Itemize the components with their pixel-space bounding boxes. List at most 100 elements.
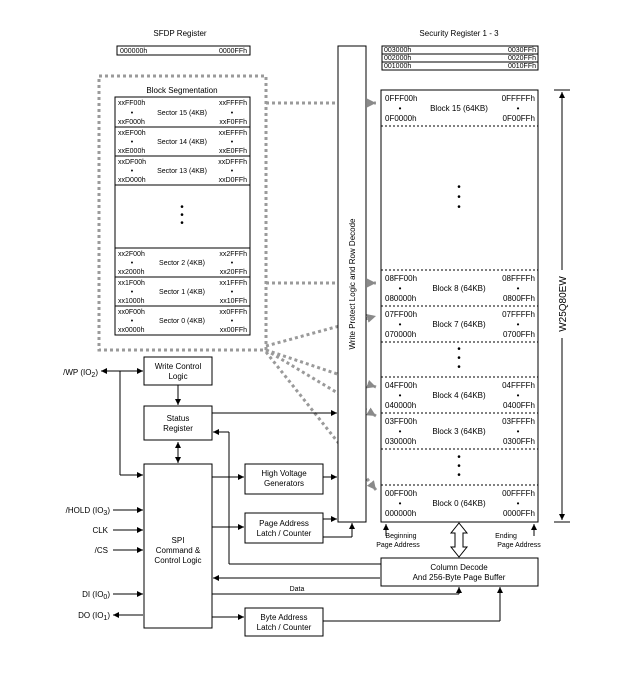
page-address-latch: Page Address Latch / Counter — [244, 512, 324, 544]
sfdp-title: SFDP Register — [153, 29, 207, 38]
svg-text:•: • — [457, 362, 461, 373]
svg-text:Sector 0 (4KB): Sector 0 (4KB) — [159, 318, 205, 325]
svg-text:Ending: Ending — [495, 533, 517, 540]
svg-text:04FFFFh: 04FFFFh — [502, 381, 535, 390]
sector-0: xx0F00h xx0FFFh Sector 0 (4KB) • • xx000… — [118, 309, 247, 334]
pin-hold: /HOLD (IO3) — [66, 506, 111, 517]
svg-text:•: • — [131, 168, 134, 175]
memory-array: • • • • • • • • • 0FFF00h 0FFFFFh Block … — [380, 89, 539, 523]
svg-text:•: • — [231, 110, 234, 117]
svg-text:03FFFFh: 03FFFFh — [502, 417, 535, 426]
svg-text:Sector 15 (4KB): Sector 15 (4KB) — [157, 110, 207, 117]
svg-text:Sector 14 (4KB): Sector 14 (4KB) — [157, 139, 207, 146]
block-8: 08FF00h 08FFFFh Block 8 (64KB) • • 08000… — [385, 274, 535, 303]
svg-text:Sector 2 (4KB): Sector 2 (4KB) — [159, 260, 205, 267]
svg-text:•: • — [457, 353, 461, 364]
chip-name: W25Q80EW — [554, 89, 570, 523]
svg-text:•: • — [399, 320, 402, 329]
svg-text:Latch / Counter: Latch / Counter — [257, 529, 312, 538]
sector-1: xx1F00h xx1FFFh Sector 1 (4KB) • • xx100… — [118, 280, 247, 305]
svg-text:•: • — [517, 499, 520, 508]
svg-text:xx0F00h: xx0F00h — [118, 309, 145, 316]
sector-13: xxDF00h xxDFFFh Sector 13 (4KB) • • xxD0… — [118, 159, 247, 184]
svg-text:0300FFh: 0300FFh — [503, 437, 535, 446]
svg-text:•: • — [131, 110, 134, 117]
svg-text:xxFFFFh: xxFFFFh — [219, 100, 247, 107]
svg-text:xx2FFFh: xx2FFFh — [219, 251, 247, 258]
svg-text:xx0000h: xx0000h — [118, 327, 145, 334]
byte-address-latch: Byte Address Latch / Counter — [244, 607, 324, 637]
block-7: 07FF00h 07FFFFh Block 7 (64KB) • • 07000… — [385, 310, 535, 339]
svg-text:xxFF00h: xxFF00h — [118, 100, 145, 107]
svg-text:xx1F00h: xx1F00h — [118, 280, 145, 287]
svg-text:•: • — [131, 289, 134, 296]
svg-text:xx1FFFh: xx1FFFh — [219, 280, 247, 287]
svg-text:•: • — [457, 192, 461, 203]
security-row-start: 003000h — [384, 47, 411, 54]
block-15: 0FFF00h 0FFFFFh Block 15 (64KB) • • 0F00… — [385, 94, 535, 123]
svg-text:•: • — [231, 318, 234, 325]
svg-text:07FFFFh: 07FFFFh — [502, 310, 535, 319]
security-row-end: 0020FFh — [508, 55, 536, 62]
svg-text:xx2000h: xx2000h — [118, 269, 145, 276]
svg-text:00FFFFh: 00FFFFh — [502, 489, 535, 498]
svg-text:•: • — [457, 182, 461, 193]
svg-text:•: • — [131, 260, 134, 267]
svg-text:•: • — [399, 499, 402, 508]
svg-text:xx20FFh: xx20FFh — [220, 269, 247, 276]
svg-text:0F0000h: 0F0000h — [385, 114, 417, 123]
pin-labels: /WP (IO2) /HOLD (IO3) CLK /CS DI (IO0) D… — [63, 368, 110, 622]
column-decode-page-buffer: Column Decode And 256-Byte Page Buffer — [380, 557, 539, 587]
security-row-end: 0030FFh — [508, 47, 536, 54]
svg-text:•: • — [517, 427, 520, 436]
svg-text:Status: Status — [167, 414, 190, 423]
svg-text:•: • — [457, 344, 461, 355]
svg-text:070000h: 070000h — [385, 330, 416, 339]
svg-text:0400FFh: 0400FFh — [503, 401, 535, 410]
svg-text:08FFFFh: 08FFFFh — [502, 274, 535, 283]
svg-text:•: • — [457, 452, 461, 463]
svg-text:High Voltage: High Voltage — [261, 469, 307, 478]
security-row-end: 0010FFh — [508, 63, 536, 70]
svg-text:040000h: 040000h — [385, 401, 416, 410]
security-row-start: 001000h — [384, 63, 411, 70]
svg-text:0FFF00h: 0FFF00h — [385, 94, 417, 103]
svg-text:000000h: 000000h — [385, 509, 416, 518]
spi-command-control-logic: SPI Command & Control Logic — [143, 463, 213, 629]
security-title: Security Register 1 - 3 — [419, 29, 499, 38]
svg-text:Block 7 (64KB): Block 7 (64KB) — [432, 320, 486, 329]
svg-text:•: • — [517, 284, 520, 293]
svg-text:0800FFh: 0800FFh — [503, 294, 535, 303]
block-4: 04FF00h 04FFFFh Block 4 (64KB) • • 04000… — [385, 381, 535, 410]
svg-text:Block 8 (64KB): Block 8 (64KB) — [432, 284, 486, 293]
svg-text:•: • — [517, 320, 520, 329]
pin-cs: /CS — [95, 546, 108, 555]
svg-text:Page Address: Page Address — [497, 542, 541, 549]
svg-text:•: • — [399, 391, 402, 400]
svg-text:•: • — [131, 139, 134, 146]
security-row-start: 002000h — [384, 55, 411, 62]
svg-text:•: • — [457, 202, 461, 213]
svg-text:Latch / Counter: Latch / Counter — [257, 623, 312, 632]
svg-text:Page Address: Page Address — [259, 519, 309, 528]
svg-text:Block 0 (64KB): Block 0 (64KB) — [432, 499, 486, 508]
svg-text:•: • — [180, 218, 184, 229]
svg-text:0000FFh: 0000FFh — [503, 509, 535, 518]
svg-text:0700FFh: 0700FFh — [503, 330, 535, 339]
svg-text:•: • — [231, 260, 234, 267]
svg-text:•: • — [517, 391, 520, 400]
svg-text:Column Decode: Column Decode — [430, 563, 488, 572]
sector-15: xxFF00h xxFFFFh Sector 15 (4KB) • • xxF0… — [118, 100, 247, 126]
data-bus-label: Data — [290, 586, 305, 593]
svg-text:Sector 13 (4KB): Sector 13 (4KB) — [157, 168, 207, 175]
svg-text:•: • — [517, 104, 520, 113]
svg-text:•: • — [399, 104, 402, 113]
svg-text:•: • — [399, 284, 402, 293]
write-protect-row-decode: Write Protect Logic and Row Decode — [337, 45, 367, 523]
svg-text:xx2F00h: xx2F00h — [118, 251, 145, 258]
svg-text:xxF0FFh: xxF0FFh — [219, 119, 247, 126]
svg-text:Write Control: Write Control — [155, 362, 202, 371]
svg-text:Logic: Logic — [168, 372, 187, 381]
pin-clk: CLK — [92, 526, 108, 535]
